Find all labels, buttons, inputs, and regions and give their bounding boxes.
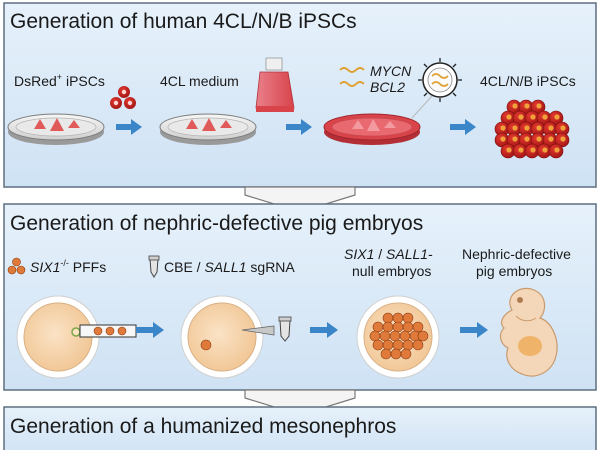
- flow-arrow: [450, 119, 476, 135]
- culture-dish: [159, 113, 257, 145]
- cell-nucleus: [518, 114, 524, 120]
- step-label: CBE / SALL1 sgRNA: [164, 259, 295, 275]
- cell-nucleus: [554, 114, 560, 120]
- panel-background: [3, 2, 597, 188]
- flow-arrow: [460, 322, 488, 338]
- panel-title: Generation of nephric-defective pig embr…: [10, 212, 423, 235]
- pointer-line: [411, 95, 433, 119]
- flow-arrow: [310, 322, 338, 338]
- red-cell-cluster: [110, 86, 136, 109]
- cell-nucleus: [548, 125, 554, 131]
- flow-arrow: [286, 119, 312, 135]
- step-dsred-ipscs: DsRed+ iPSCs: [7, 72, 136, 145]
- cell-nucleus: [560, 125, 566, 131]
- blastomere: [400, 348, 412, 360]
- blastomere: [379, 330, 391, 342]
- panel-title: Generation of human 4CL/N/B iPSCs: [10, 10, 357, 33]
- oocyte: [180, 295, 264, 379]
- blastomere: [382, 321, 394, 333]
- panel-background: [3, 203, 597, 391]
- cell-nucleus: [512, 125, 518, 131]
- panel-humanized-mesonephros: Generation of a humanized mesonephros: [3, 406, 597, 450]
- gene-squiggle: [339, 81, 365, 87]
- blastomere: [382, 339, 394, 351]
- cell-nucleus: [536, 103, 542, 109]
- tube-icon: [148, 255, 160, 278]
- blastomere: [389, 330, 401, 342]
- step-label: null embryos: [352, 263, 431, 279]
- tube-icon: [278, 316, 292, 342]
- step-4clnb-ipscs: 4CL/N/B iPSCs: [480, 73, 576, 159]
- red-medium-dish: [323, 113, 421, 145]
- panel-pig-embryo-generation: Generation of nephric-defective pig embr…: [3, 203, 597, 391]
- blastomere: [392, 312, 404, 324]
- cell-nucleus: [506, 114, 512, 120]
- cell-nucleus: [500, 125, 506, 131]
- blastomere: [390, 348, 402, 360]
- gene-squiggle: [339, 67, 365, 73]
- injection-pipette: [79, 324, 137, 338]
- ipsc-colony: [494, 99, 570, 159]
- blastomere: [399, 330, 411, 342]
- cell-nucleus: [512, 103, 518, 109]
- panel-background: [3, 406, 597, 450]
- step-nephric-defective-embryos: Nephric-defective pig embryos: [462, 246, 571, 377]
- panel-ipsc-generation: Generation of human 4CL/N/B iPSCs DsRed+…: [3, 2, 597, 188]
- cell-nucleus: [530, 147, 536, 153]
- blastomere: [369, 330, 381, 342]
- cell-nucleus: [524, 125, 530, 131]
- cell-nucleus: [530, 114, 536, 120]
- blastomere: [417, 330, 429, 342]
- cell-nucleus: [506, 147, 512, 153]
- blastomere: [402, 339, 414, 351]
- step-label: 4CL medium: [160, 73, 239, 89]
- step-label: SIX1-/- PFFs: [30, 258, 106, 275]
- blastomere: [380, 348, 392, 360]
- step-null-embryos: SIX1 / SALL1- null embryos: [344, 246, 440, 379]
- blastomere: [412, 321, 424, 333]
- cell-nucleus: [518, 147, 524, 153]
- cell-nucleus: [554, 147, 560, 153]
- flow-arrow: [116, 119, 142, 135]
- cell-nucleus: [542, 147, 548, 153]
- step-label: pig embryos: [476, 263, 552, 279]
- gene-bcl2: BCL2: [370, 79, 405, 95]
- step-label: SIX1 / SALL1-: [344, 246, 433, 262]
- cell-nucleus: [560, 136, 566, 142]
- blastomere: [392, 339, 404, 351]
- step-transduction: MYCN BCL2: [323, 58, 462, 145]
- blastomere: [412, 339, 424, 351]
- gene-mycn: MYCN: [370, 63, 412, 79]
- blastomere: [382, 312, 394, 324]
- panel-title: Generation of a humanized mesonephros: [10, 415, 396, 438]
- cell-nucleus: [524, 103, 530, 109]
- medium-bottle: [255, 57, 295, 112]
- step-cbe-sgrna: CBE / SALL1 sgRNA: [148, 255, 295, 379]
- step-six1-pffs: SIX1-/- PFFs: [7, 257, 137, 379]
- pig-embryo-icon: [499, 287, 558, 377]
- pff-cell-icon: [7, 257, 26, 275]
- step-4cl-medium: 4CL medium: [159, 57, 295, 145]
- blastocyst: [356, 295, 440, 379]
- virus-icon: [418, 58, 462, 102]
- blastomere: [402, 312, 414, 324]
- step-label: 4CL/N/B iPSCs: [480, 73, 576, 89]
- cell-nucleus: [512, 136, 518, 142]
- cell-nucleus: [524, 136, 530, 142]
- blastomere: [372, 339, 384, 351]
- blastomere: [372, 321, 384, 333]
- blastomere: [402, 321, 414, 333]
- blastomere: [392, 321, 404, 333]
- cell-nucleus: [548, 136, 554, 142]
- cell-nucleus: [536, 125, 542, 131]
- step-label: Nephric-defective: [462, 246, 571, 262]
- step-label: DsRed+ iPSCs: [14, 72, 105, 89]
- culture-dish: [7, 113, 105, 145]
- cell-nucleus: [500, 136, 506, 142]
- cell-nucleus: [542, 114, 548, 120]
- flow-arrow: [136, 322, 164, 338]
- cell-nucleus: [536, 136, 542, 142]
- injection-needle: [241, 325, 275, 336]
